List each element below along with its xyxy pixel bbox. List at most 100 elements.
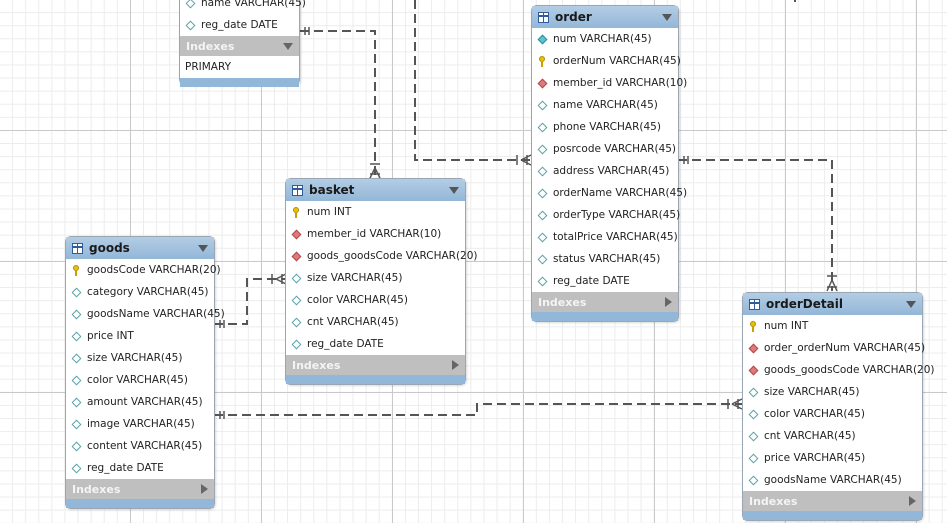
column-row[interactable]: size VARCHAR(45) — [743, 381, 922, 403]
column-row[interactable]: orderType VARCHAR(45) — [532, 204, 680, 226]
table-goods[interactable]: goods goodsCode VARCHAR(20)category VARC… — [65, 236, 225, 509]
column-icon — [71, 397, 82, 408]
column-row[interactable]: num VARCHAR(45) — [532, 28, 678, 50]
column-label: color VARCHAR(45) — [764, 408, 865, 420]
expand-triangle-icon[interactable] — [665, 297, 672, 307]
column-row[interactable]: reg_date DATE — [532, 270, 678, 292]
column-row[interactable]: orderName VARCHAR(45) — [532, 182, 687, 204]
table-header[interactable]: goods — [66, 237, 214, 259]
column-row[interactable]: price INT — [66, 325, 214, 347]
table-footer — [532, 312, 678, 321]
collapse-chevron-icon[interactable] — [906, 300, 916, 308]
column-row[interactable]: reg_date DATE — [286, 333, 465, 355]
column-row[interactable]: color VARCHAR(45) — [66, 369, 214, 391]
column-row[interactable]: amount VARCHAR(45) — [66, 391, 214, 413]
column-row[interactable]: content VARCHAR(45) — [66, 435, 214, 457]
foreign-key-icon — [748, 365, 759, 376]
column-icon — [71, 375, 82, 386]
column-list: goodsCode VARCHAR(20)category VARCHAR(45… — [66, 259, 225, 479]
table-footer — [66, 499, 214, 508]
relationship-order-orderDetail[interactable] — [678, 159, 833, 291]
column-label: posrcode VARCHAR(45) — [553, 143, 677, 155]
index-row[interactable]: PRIMARY — [180, 56, 299, 78]
table-icon — [538, 11, 549, 23]
indexes-section-header[interactable]: Indexes — [286, 355, 465, 375]
relationship-goods-basket[interactable] — [214, 278, 286, 325]
indexes-section-header[interactable]: Indexes — [532, 292, 678, 312]
table-member[interactable]: name VARCHAR(45) reg_date DATE Indexes P… — [179, 0, 306, 87]
table-order[interactable]: order num VARCHAR(45)orderNum VARCHAR(45… — [531, 5, 687, 322]
column-label: member_id VARCHAR(10) — [553, 77, 688, 89]
column-label: order_orderNum VARCHAR(45) — [764, 342, 926, 354]
table-header[interactable]: order — [532, 6, 678, 28]
column-row[interactable]: goods_goodsCode VARCHAR(20) — [743, 359, 935, 381]
column-label: price VARCHAR(45) — [764, 452, 866, 464]
table-footer — [286, 375, 465, 384]
column-label: size VARCHAR(45) — [87, 352, 183, 364]
column-row[interactable]: name VARCHAR(45) — [532, 94, 678, 116]
column-row[interactable]: color VARCHAR(45) — [286, 289, 465, 311]
column-row[interactable]: totalPrice VARCHAR(45) — [532, 226, 678, 248]
column-icon — [748, 431, 759, 442]
collapse-chevron-icon[interactable] — [662, 13, 672, 21]
column-row[interactable]: order_orderNum VARCHAR(45) — [743, 337, 926, 359]
column-icon — [537, 166, 548, 177]
column-row[interactable]: cnt VARCHAR(45) — [743, 425, 922, 447]
table-title: basket — [309, 183, 355, 197]
column-row[interactable]: goods_goodsCode VARCHAR(20) — [286, 245, 478, 267]
column-row[interactable]: goodsCode VARCHAR(20) — [66, 259, 221, 281]
column-row[interactable]: cnt VARCHAR(45) — [286, 311, 465, 333]
column-row[interactable]: size VARCHAR(45) — [66, 347, 214, 369]
foreign-key-icon — [291, 229, 302, 240]
collapse-chevron-icon[interactable] — [449, 186, 459, 194]
column-row[interactable]: category VARCHAR(45) — [66, 281, 214, 303]
column-row[interactable]: member_id VARCHAR(10) — [286, 223, 465, 245]
column-row[interactable]: goodsName VARCHAR(45) — [743, 469, 922, 491]
primary-key-icon — [71, 264, 82, 276]
table-header[interactable]: orderDetail — [743, 293, 922, 315]
column-icon — [537, 122, 548, 133]
expand-triangle-icon[interactable] — [909, 496, 916, 506]
column-row[interactable]: color VARCHAR(45) — [743, 403, 922, 425]
column-row[interactable]: price VARCHAR(45) — [743, 447, 922, 469]
column-label: reg_date DATE — [307, 338, 384, 350]
column-row[interactable]: name VARCHAR(45) — [180, 0, 306, 14]
table-header[interactable]: basket — [286, 179, 465, 201]
column-icon — [537, 210, 548, 221]
indexes-section-header[interactable]: Indexes — [180, 36, 299, 56]
column-row[interactable]: goodsName VARCHAR(45) — [66, 303, 225, 325]
primary-key-icon — [748, 320, 759, 332]
column-row[interactable]: phone VARCHAR(45) — [532, 116, 678, 138]
collapse-triangle-icon[interactable] — [283, 42, 293, 50]
relationship-member-order[interactable] — [414, 0, 531, 161]
collapse-chevron-icon[interactable] — [198, 244, 208, 252]
column-icon — [71, 287, 82, 298]
relationship-goods-orderDetail[interactable] — [214, 403, 742, 416]
column-icon — [537, 254, 548, 265]
column-row[interactable]: address VARCHAR(45) — [532, 160, 678, 182]
column-row[interactable]: posrcode VARCHAR(45) — [532, 138, 678, 160]
indexes-section-header[interactable]: Indexes — [66, 479, 214, 499]
column-label: image VARCHAR(45) — [87, 418, 195, 430]
column-row[interactable]: status VARCHAR(45) — [532, 248, 678, 270]
column-row[interactable]: reg_date DATE — [180, 14, 299, 36]
column-row[interactable]: member_id VARCHAR(10) — [532, 72, 687, 94]
column-icon — [71, 331, 82, 342]
column-row[interactable]: image VARCHAR(45) — [66, 413, 214, 435]
column-row[interactable]: orderNum VARCHAR(45) — [532, 50, 681, 72]
column-row[interactable]: reg_date DATE — [66, 457, 214, 479]
foreign-key-icon — [748, 343, 759, 354]
expand-triangle-icon[interactable] — [452, 360, 459, 370]
column-row[interactable]: num INT — [286, 201, 465, 223]
table-orderDetail[interactable]: orderDetail num INT order_orderNum VARCHA… — [742, 292, 935, 521]
column-icon — [71, 441, 82, 452]
column-icon — [748, 387, 759, 398]
column-row[interactable]: num INT — [743, 315, 922, 337]
indexes-section-header[interactable]: Indexes — [743, 491, 922, 511]
relationship-member-basket[interactable] — [300, 30, 376, 178]
column-row[interactable]: size VARCHAR(45) — [286, 267, 465, 289]
column-label: address VARCHAR(45) — [553, 165, 670, 177]
expand-triangle-icon[interactable] — [201, 484, 208, 494]
